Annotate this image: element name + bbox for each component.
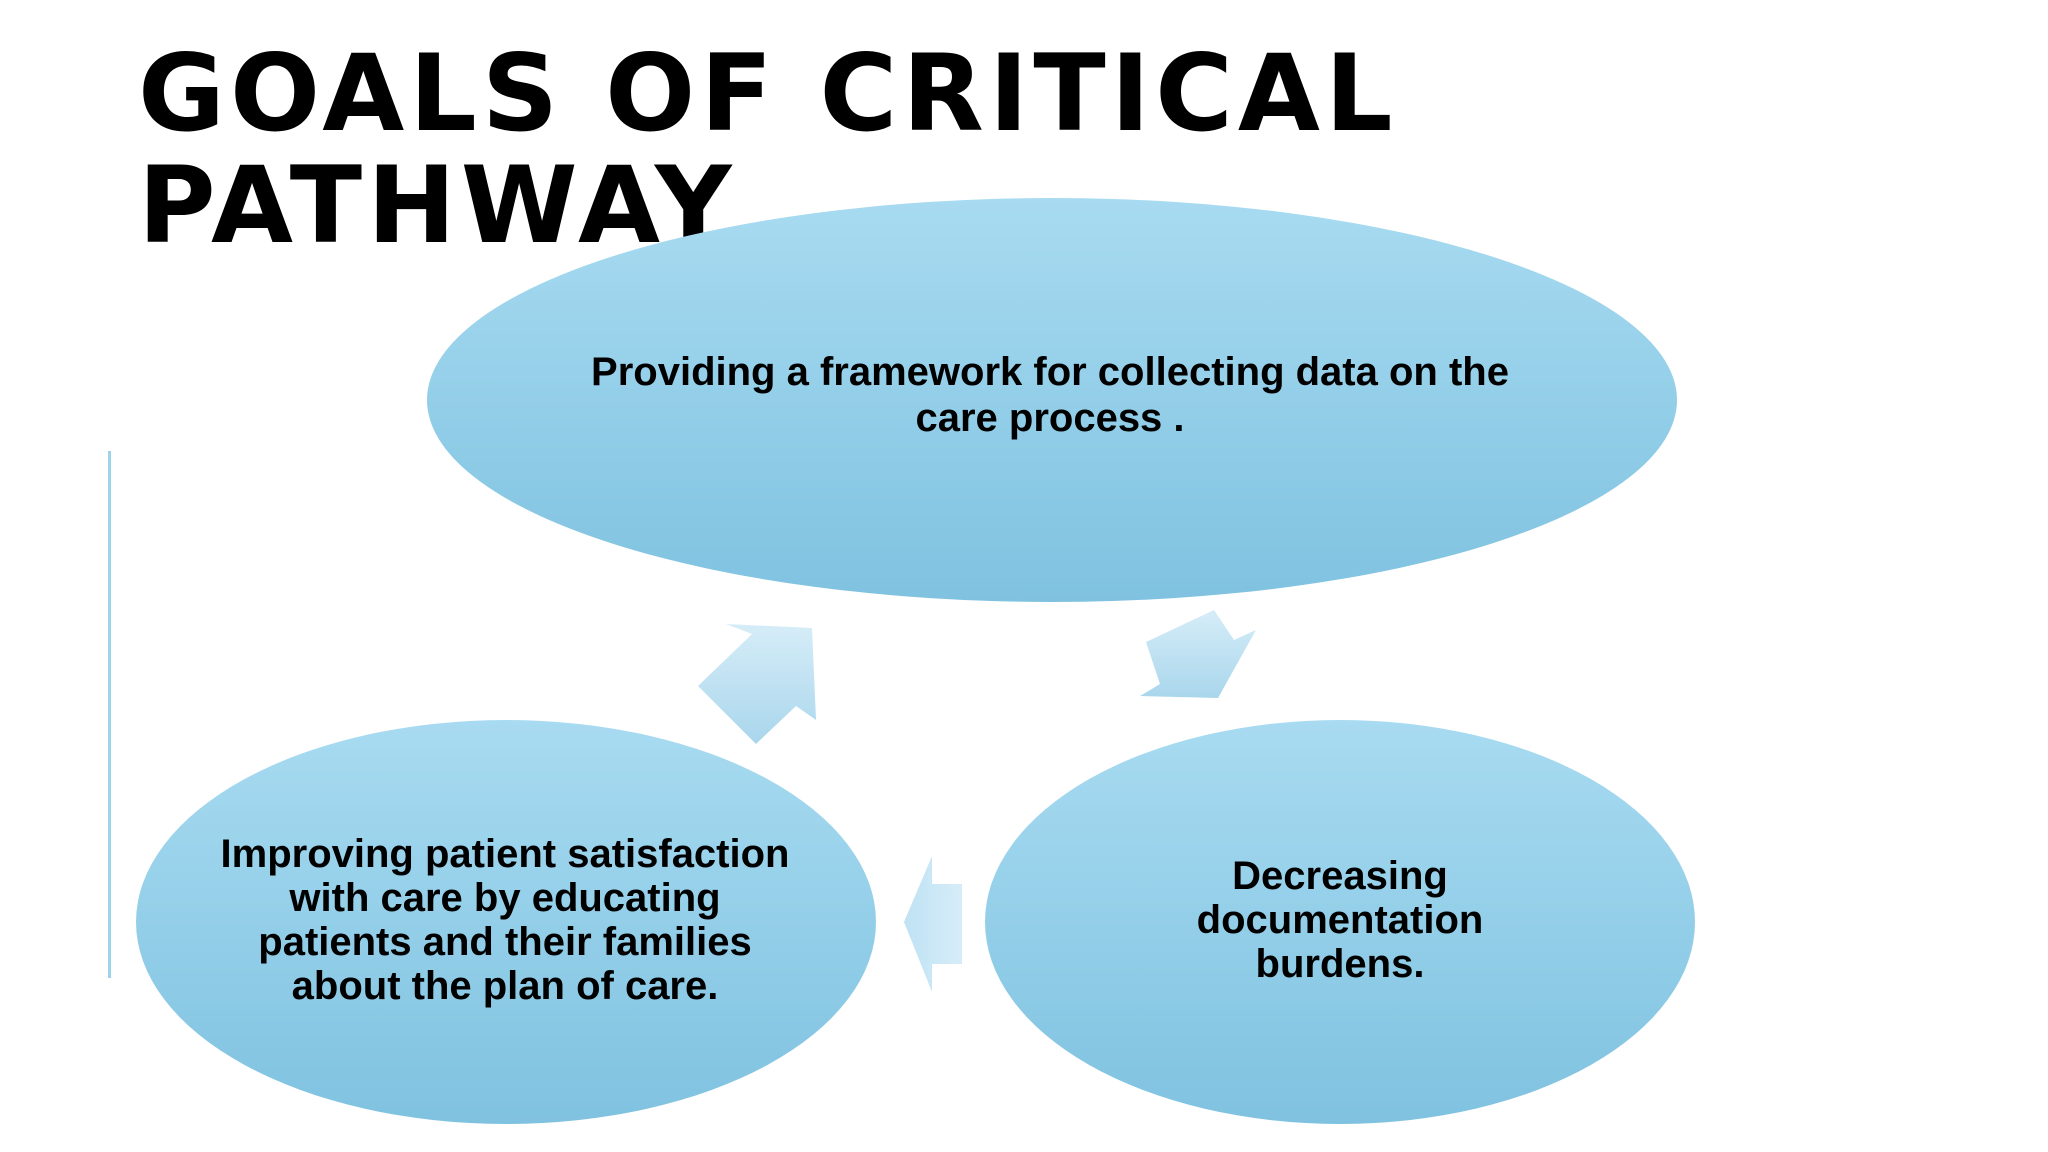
cycle-node-left-label: Improving patient satisfaction with care…: [220, 832, 790, 1008]
slide-title: GOALS OF CRITICAL PATHWAY: [138, 32, 1398, 267]
cycle-arrow-right-to-left: [904, 856, 962, 992]
cycle-arrow-left-to-top: [698, 624, 816, 744]
cycle-node-left: [136, 720, 876, 1124]
accent-line: [108, 451, 111, 978]
cycle-arrow-top-to-right: [1140, 610, 1256, 698]
cycle-node-top-label: Providing a framework for collecting dat…: [591, 350, 1509, 440]
cycle-node-right: [985, 720, 1695, 1124]
cycle-node-top: [427, 198, 1677, 602]
cycle-node-right-label: Decreasing documentation burdens.: [1196, 854, 1484, 986]
